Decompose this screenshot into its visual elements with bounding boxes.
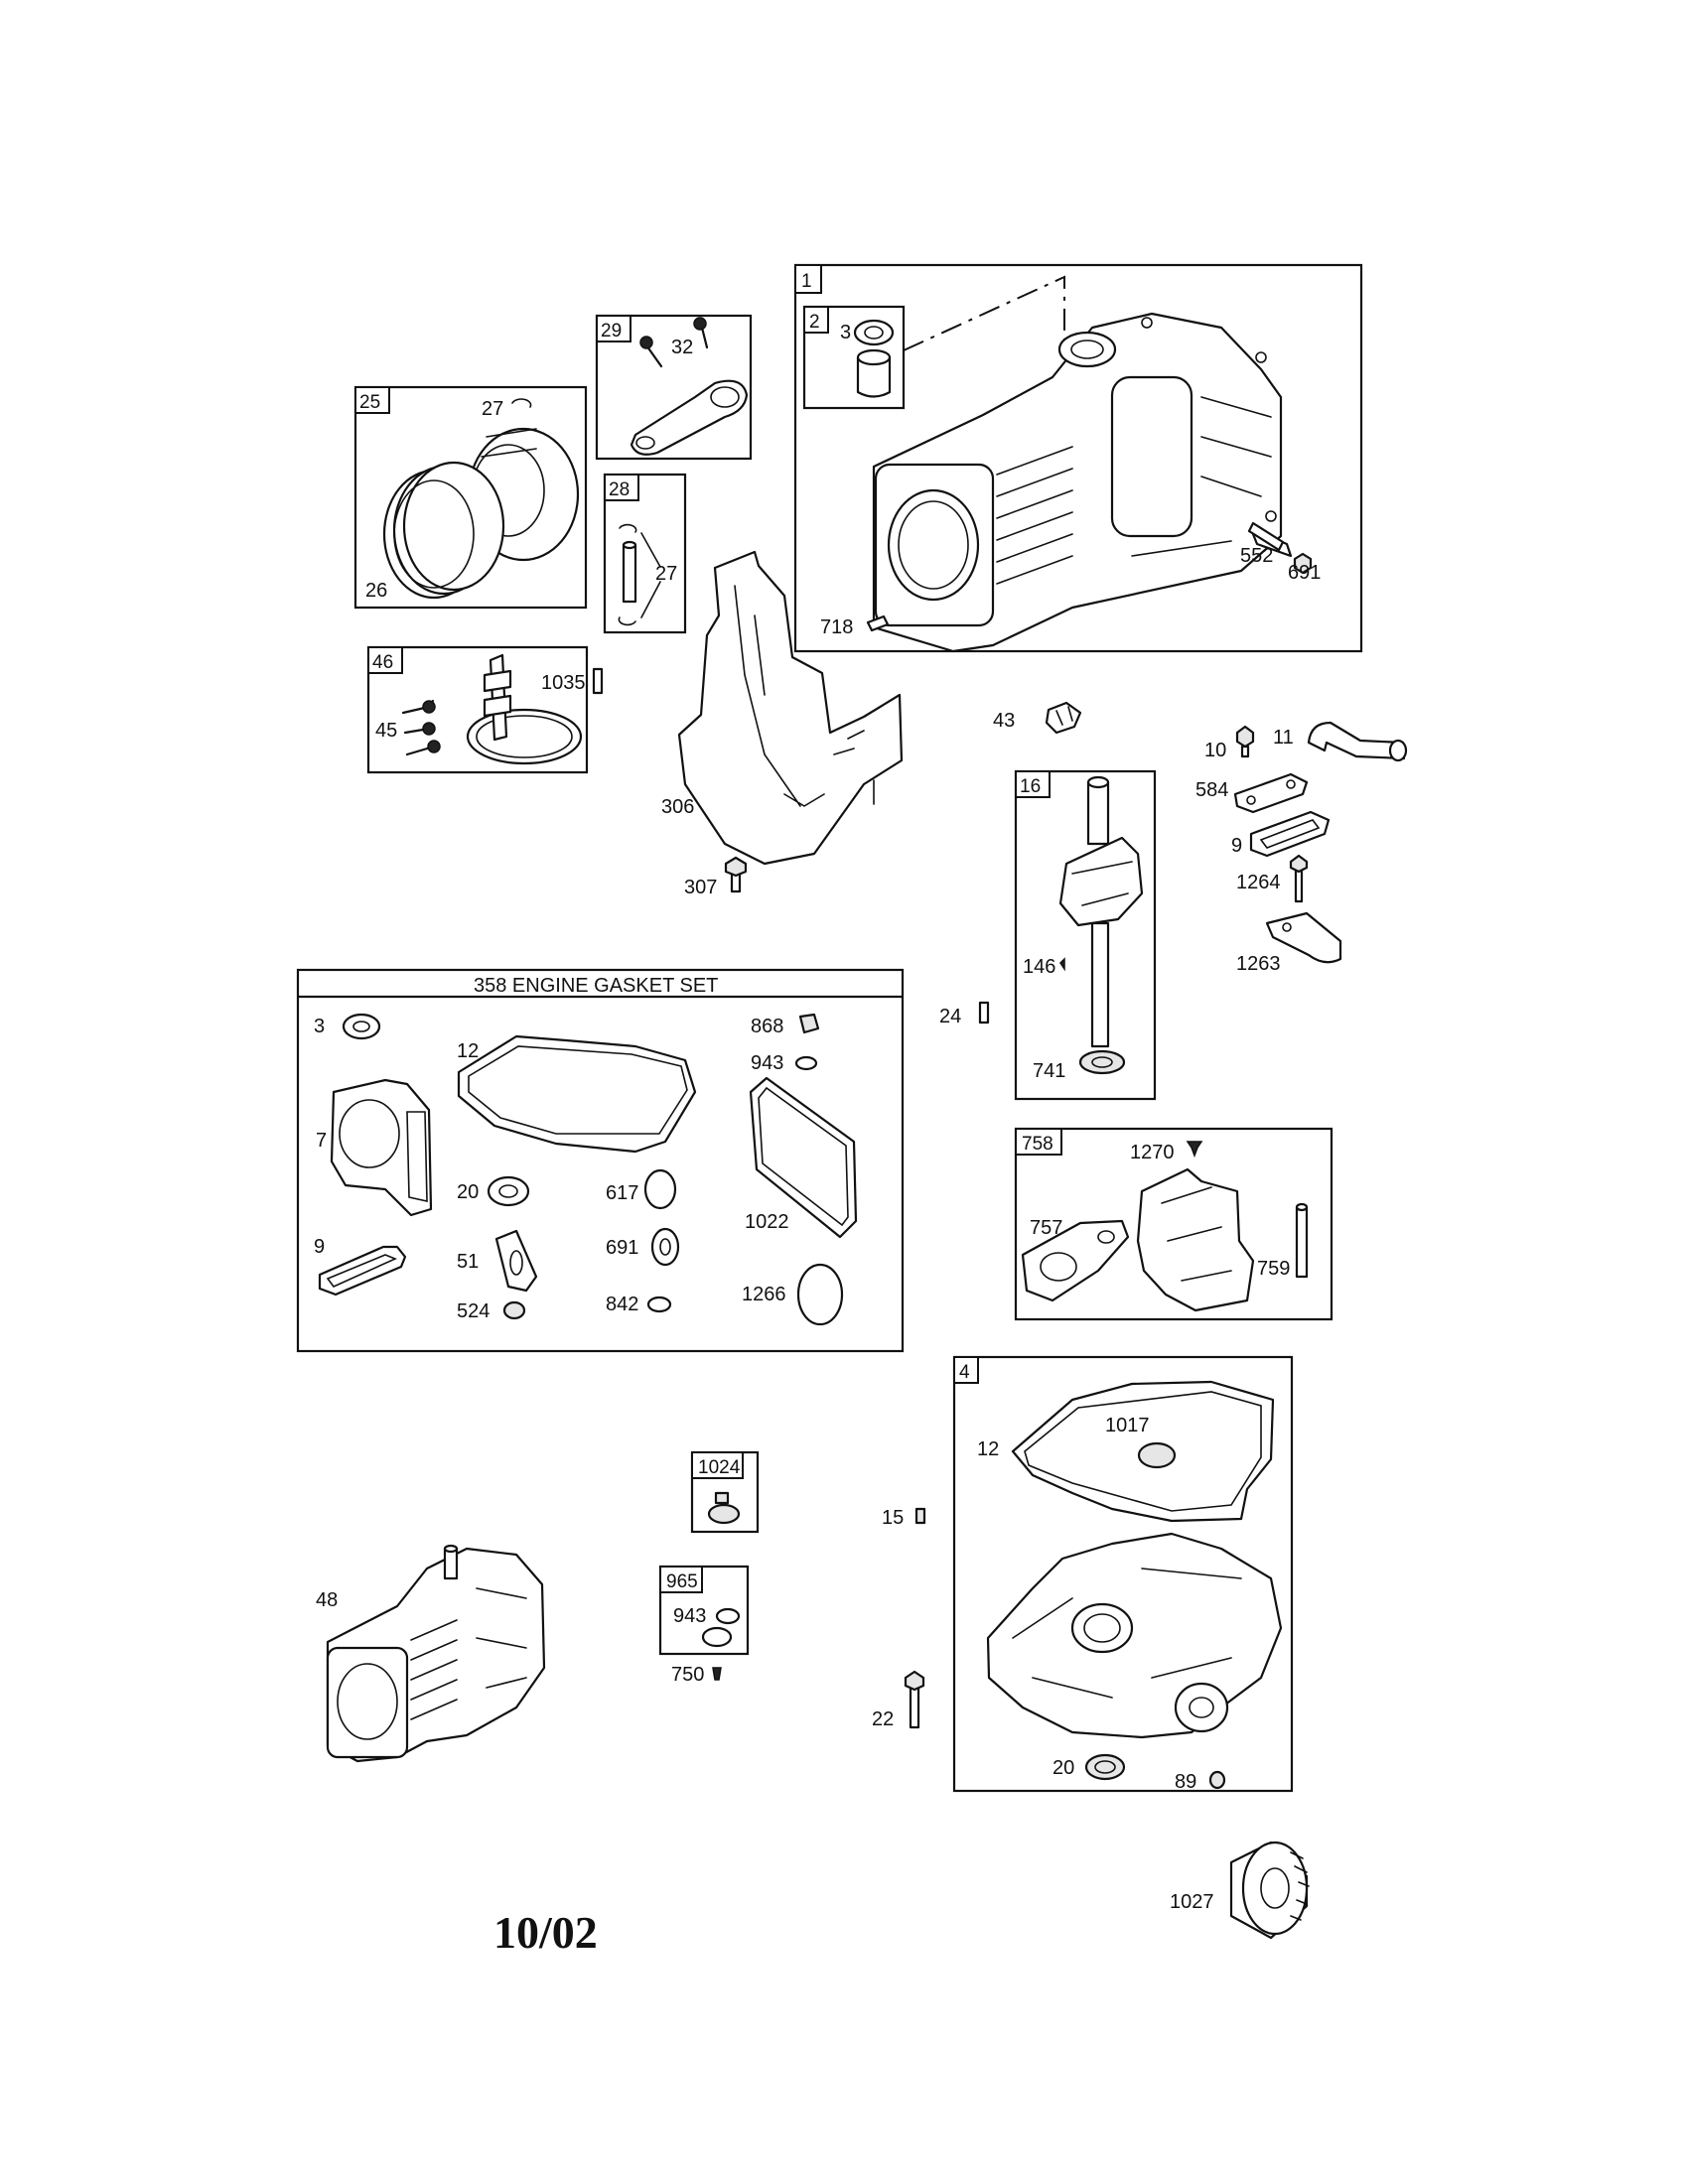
group-46-tag: 46 — [372, 652, 393, 673]
group-46-camshaft: 46 45 1035 — [366, 645, 604, 774]
group-25-tag: 25 — [359, 392, 380, 413]
label-3-seal: 3 — [840, 322, 851, 343]
group-1024-tag: 1024 — [698, 1457, 741, 1478]
group-4-sump: 4 12 1017 20 89 — [952, 1355, 1294, 1793]
label-gs-1266: 1266 — [742, 1284, 786, 1305]
label-1264-screw: 1264 — [1236, 872, 1281, 893]
label-gs-943: 943 — [751, 1052, 783, 1074]
label-9-gasket: 9 — [1231, 835, 1242, 857]
label-gs-524: 524 — [457, 1300, 490, 1322]
label-26-rings: 26 — [365, 580, 387, 602]
air-guide-306: 306 307 — [661, 550, 904, 898]
group-25-piston: 25 27 26 — [353, 385, 588, 610]
label-552-pin: 552 — [1240, 545, 1273, 567]
label-1035-pin: 1035 — [541, 672, 586, 694]
label-584-cover: 584 — [1195, 779, 1228, 801]
group-965-tag: 965 — [666, 1571, 698, 1592]
group-29-tag: 29 — [601, 321, 622, 341]
part-24-pin: 24 — [939, 1001, 990, 1027]
label-gs-7: 7 — [316, 1130, 327, 1152]
group-16-crankshaft: 16 146 741 — [1014, 769, 1157, 1101]
label-11-tube: 11 — [1273, 727, 1294, 749]
group-758-control: 758 1270 757 759 — [1014, 1127, 1333, 1321]
label-691-nut: 691 — [1288, 562, 1321, 584]
label-gs-9: 9 — [314, 1236, 325, 1258]
label-48: 48 — [316, 1589, 338, 1611]
label-12-gasket: 12 — [977, 1438, 999, 1460]
label-718-dowel: 718 — [820, 616, 853, 638]
label-24: 24 — [939, 1006, 961, 1027]
label-20-seal: 20 — [1052, 1757, 1074, 1779]
label-306-air-guide: 306 — [661, 796, 694, 818]
short-block-48: 48 — [316, 1544, 546, 1763]
label-759-pin: 759 — [1257, 1258, 1290, 1280]
part-43-bracket: 43 — [993, 701, 1082, 735]
label-15: 15 — [882, 1507, 904, 1529]
label-gs-868: 868 — [751, 1016, 783, 1037]
label-27-retainer: 27 — [482, 398, 503, 420]
label-gs-20: 20 — [457, 1181, 479, 1203]
label-1027: 1027 — [1170, 1891, 1214, 1913]
label-146-key: 146 — [1023, 956, 1055, 978]
label-1017-plug: 1017 — [1105, 1415, 1150, 1436]
label-1263-plate: 1263 — [1236, 953, 1281, 975]
label-gs-51: 51 — [457, 1251, 479, 1273]
label-27-clip: 27 — [655, 563, 677, 585]
group-965-kit: 965 943 750 — [658, 1565, 750, 1686]
label-gs-842: 842 — [606, 1294, 638, 1315]
group-29-connecting-rod: 29 32 — [595, 314, 753, 461]
label-10-screw: 10 — [1204, 740, 1226, 761]
label-32-rod-bolt: 32 — [671, 337, 693, 358]
label-943-oring: 943 — [673, 1605, 706, 1627]
label-757-bracket: 757 — [1030, 1217, 1062, 1239]
group-1024-filter-adapter: 1024 — [690, 1450, 760, 1534]
oil-filter-1027: 1027 — [1170, 1841, 1310, 1940]
part-15-dowel: 15 — [882, 1507, 926, 1529]
label-gs-1022: 1022 — [745, 1211, 789, 1233]
label-89-plug: 89 — [1175, 1771, 1196, 1793]
group-758-tag: 758 — [1022, 1134, 1053, 1155]
group-28-piston-pin: 28 27 — [603, 473, 687, 634]
label-22: 22 — [872, 1708, 894, 1730]
label-gs-12: 12 — [457, 1040, 479, 1062]
group-28-tag: 28 — [609, 479, 630, 500]
group-1-tag: 1 — [801, 271, 812, 292]
breather-parts: 10 11 584 9 1264 1263 — [1195, 721, 1408, 975]
label-45-screw: 45 — [375, 720, 397, 742]
label-43: 43 — [993, 710, 1015, 732]
label-1270-screw: 1270 — [1130, 1142, 1175, 1163]
label-gs-691: 691 — [606, 1237, 638, 1259]
date-code: 10/02 — [493, 1907, 598, 1958]
group-16-tag: 16 — [1020, 776, 1041, 797]
label-741-gear: 741 — [1033, 1060, 1065, 1082]
group-1-cylinder-block: 1 2 3 552 691 718 — [793, 263, 1363, 653]
label-750-screw: 750 — [671, 1664, 704, 1686]
gasket-set-title: 358 ENGINE GASKET SET — [474, 975, 718, 997]
engine-gasket-set-358: 358 ENGINE GASKET SET 3 12 868 943 7 20 … — [296, 968, 905, 1353]
label-gs-3: 3 — [314, 1016, 325, 1037]
group-2-tag: 2 — [809, 312, 820, 333]
group-4-tag: 4 — [959, 1362, 970, 1383]
part-22-screw: 22 — [872, 1670, 925, 1730]
label-307-screw: 307 — [684, 877, 717, 898]
label-gs-617: 617 — [606, 1182, 638, 1204]
